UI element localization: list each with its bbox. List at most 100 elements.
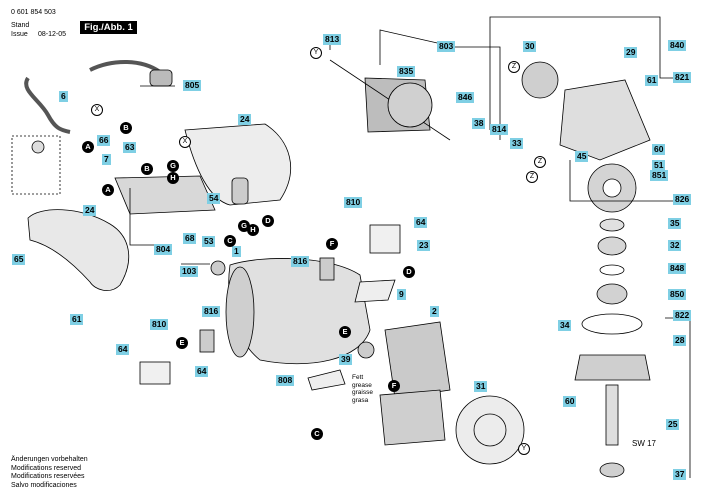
connector-letter-y: Y (518, 443, 530, 455)
part-label-32: 32 (668, 240, 682, 251)
connector-letter-g: G (167, 160, 179, 172)
connector-letter-z: Z (508, 61, 520, 73)
part-label-60: 60 (563, 396, 577, 407)
part-label-7: 7 (102, 154, 111, 165)
power-cord (24, 76, 71, 134)
part-label-25: 25 (666, 419, 680, 430)
part-label-45: 45 (575, 151, 589, 162)
part-label-61: 61 (70, 314, 84, 325)
part-label-64: 64 (195, 366, 209, 377)
part-label-65: 65 (12, 254, 26, 265)
fan-31 (455, 395, 525, 465)
part-label-808: 808 (276, 375, 295, 386)
part-label-53: 53 (202, 236, 216, 247)
part-label-848: 848 (668, 263, 687, 274)
issue-date: 08-12-05 (38, 31, 67, 38)
part-label-840: 840 (668, 40, 687, 51)
part-label-810: 810 (344, 197, 363, 208)
part-label-2: 2 (430, 306, 439, 317)
part-label-810: 810 (150, 319, 169, 330)
part-label-29: 29 (624, 47, 638, 58)
part-label-816: 816 (291, 256, 310, 267)
stand-label: Stand (11, 22, 30, 29)
footer-line: Salvo modificaciones (11, 481, 77, 489)
figure-title: Fig./Abb. 1 (80, 21, 137, 34)
grease-note: Fett (352, 374, 364, 381)
side-handle (27, 209, 129, 291)
connector-letter-x: X (91, 104, 103, 116)
grease-note: graisse (352, 389, 373, 396)
part-label-803: 803 (437, 41, 456, 52)
rear-handle-housing (184, 123, 291, 206)
sw-note: SW 17 (632, 439, 657, 448)
part-label-34: 34 (558, 320, 572, 331)
connector-letter-c: C (224, 235, 236, 247)
part-label-39: 39 (339, 354, 353, 365)
spindle (605, 384, 619, 446)
part-label-1: 1 (232, 246, 241, 257)
connector-letter-e: E (339, 326, 351, 338)
part-label-51: 51 (652, 160, 666, 171)
part-label-64: 64 (116, 344, 130, 355)
part-label-850: 850 (668, 289, 687, 300)
bearing-flange (574, 354, 651, 381)
connector-letter-a: A (82, 141, 94, 153)
issue-label: Issue (11, 31, 28, 38)
connector-letter-y: Y (310, 47, 322, 59)
part-label-24: 24 (83, 205, 97, 216)
plug-1 (149, 69, 173, 87)
connector-letter-z: Z (534, 156, 546, 168)
part-label-813: 813 (323, 34, 342, 45)
field-stator (384, 321, 451, 399)
connector-letter-e: E (176, 337, 188, 349)
connector-letter-f: F (326, 238, 338, 250)
part-label-9: 9 (397, 289, 406, 300)
part-label-64: 64 (414, 217, 428, 228)
part-label-63: 63 (123, 142, 137, 153)
part-label-804: 804 (154, 244, 173, 255)
part-label-822: 822 (673, 310, 692, 321)
part-number: 0 601 854 503 (11, 9, 56, 16)
part-label-6: 6 (59, 91, 68, 102)
part-label-835: 835 (397, 66, 416, 77)
part-label-33: 33 (510, 138, 524, 149)
capacitor (231, 177, 249, 205)
part-label-821: 821 (673, 72, 692, 83)
connector-letter-b: B (120, 122, 132, 134)
part-label-38: 38 (472, 118, 486, 129)
connector-letter-h: H (247, 224, 259, 236)
grease-note: grasa (352, 396, 369, 404)
part-label-54: 54 (207, 193, 221, 204)
connector-letter-f: F (388, 380, 400, 392)
connector-letter-d: D (262, 215, 274, 227)
wiring-schematic (11, 135, 61, 195)
part-label-826: 826 (673, 194, 692, 205)
part-label-846: 846 (456, 92, 475, 103)
part-label-35: 35 (668, 218, 682, 229)
footer-line: Änderungen vorbehalten (11, 456, 88, 463)
part-label-24: 24 (238, 114, 252, 125)
part-label-103: 103 (180, 266, 199, 277)
connector-letter-z: Z (526, 171, 538, 183)
part-label-66: 66 (97, 135, 111, 146)
connector-letter-b: B (141, 163, 153, 175)
grease-note: grease (352, 381, 372, 389)
part-label-805: 805 (183, 80, 202, 91)
part-label-851: 851 (650, 170, 669, 181)
connector-letter-a: A (102, 184, 114, 196)
connector-letter-h: H (167, 172, 179, 184)
part-label-30: 30 (523, 41, 537, 52)
part-label-23: 23 (417, 240, 431, 251)
part-label-68: 68 (183, 233, 197, 244)
part-label-61: 61 (645, 75, 659, 86)
connector-letter-c: C (311, 428, 323, 440)
part-label-28: 28 (673, 335, 687, 346)
part-label-31: 31 (474, 381, 488, 392)
part-label-37: 37 (673, 469, 687, 480)
stator-lower (379, 389, 446, 446)
footer-line: Modifications reserved (11, 464, 82, 472)
part-label-814: 814 (490, 124, 509, 135)
connector-letter-d: D (403, 266, 415, 278)
connector-letter-x: X (179, 136, 191, 148)
